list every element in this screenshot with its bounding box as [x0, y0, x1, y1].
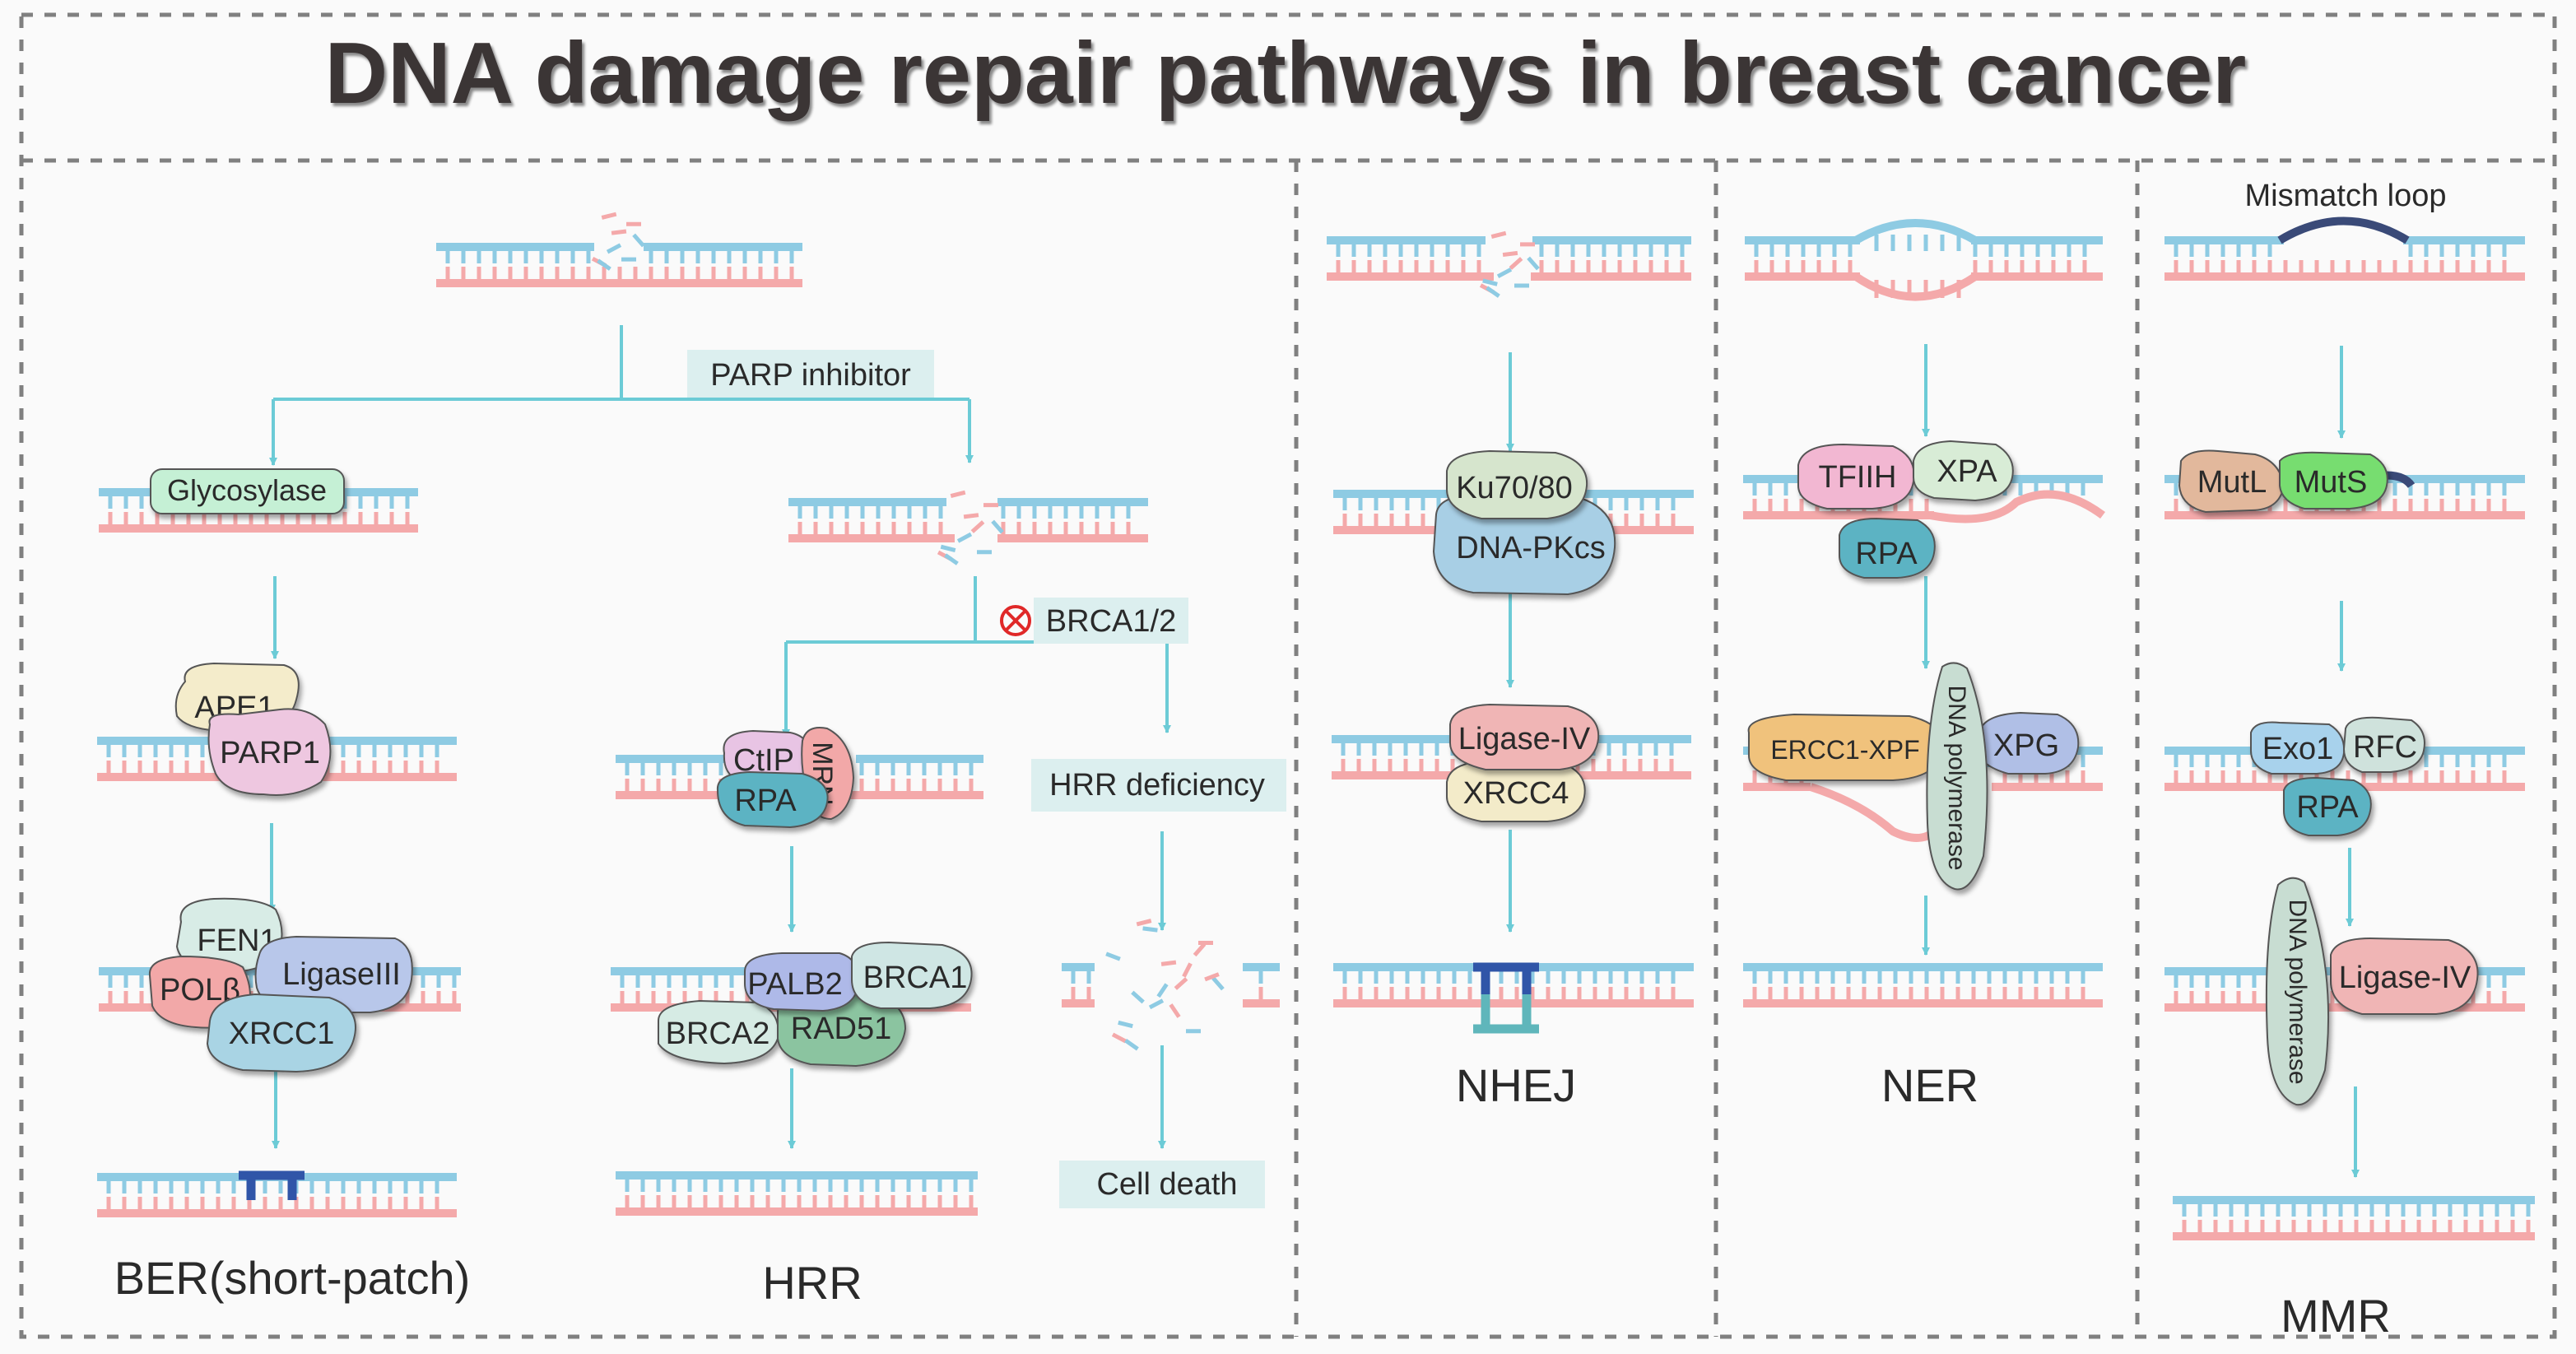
dna-duplex — [1745, 219, 2103, 301]
dnapol-label: DNA polymerase — [2284, 899, 2311, 1084]
brca-inhibit-label: BRCA1/2 — [1046, 604, 1176, 639]
rpa-label: RPA — [2296, 790, 2359, 825]
ber-pathway-label: BER(short-patch) — [114, 1252, 471, 1304]
dna-duplex — [1333, 963, 1694, 1007]
dna-duplex — [1743, 963, 2103, 1007]
ner-pathway-label: NER — [1881, 1059, 1978, 1111]
rpa-label: RPA — [734, 784, 797, 818]
repair-patch — [1473, 962, 1539, 1034]
parp1-protein — [207, 708, 332, 796]
ku-protein — [1446, 449, 1588, 519]
break-fragments — [1105, 919, 1225, 1051]
cell-death-label: Cell death — [1096, 1167, 1237, 1202]
rfc-protein — [2342, 716, 2425, 773]
inhibit-icon — [1000, 605, 1031, 636]
dnapol-protein — [2265, 877, 2330, 1106]
ercc1-label: ERCC1-XPF — [1770, 735, 1919, 765]
cell-death-box — [1059, 1161, 1265, 1208]
muts-protein — [2279, 451, 2388, 509]
ligase4-protein — [1449, 703, 1600, 770]
hrr-deficiency-label: HRR deficiency — [1049, 768, 1265, 803]
ber-pathway: PARP inhibitor Glycosylase APE1 PARP1 FE… — [114, 350, 934, 1304]
rpa-protein — [716, 770, 829, 829]
rpa-label: RPA — [1855, 537, 1918, 571]
palb2-label: PALB2 — [747, 967, 842, 1002]
xrcc4-label: XRCC4 — [1463, 776, 1569, 811]
dna-duplex — [1062, 963, 1280, 1007]
xpg-label: XPG — [1993, 728, 2059, 763]
flow-arrows — [267, 325, 2360, 1178]
xrcc1-label: XRCC1 — [229, 1017, 335, 1051]
flow-line — [273, 325, 623, 401]
dnapol-label: DNA polymerase — [1943, 685, 1970, 870]
break-fragments — [1479, 230, 1540, 298]
xpa-protein — [1913, 440, 2014, 502]
dnapkcs-label: DNA-PKcs — [1456, 531, 1606, 565]
xrcc1-protein — [206, 993, 356, 1073]
parp-inhibitor-label: PARP inhibitor — [710, 358, 911, 393]
repair-patch — [239, 1170, 305, 1200]
dna-duplex — [97, 1173, 457, 1217]
glycosylase-protein — [150, 468, 345, 514]
rad51-label: RAD51 — [791, 1012, 892, 1046]
parp1-label: PARP1 — [220, 736, 320, 770]
dnapol-protein — [1926, 662, 1988, 891]
muts-label: MutS — [2295, 465, 2368, 500]
mutl-label: MutL — [2197, 465, 2267, 500]
mmr-pathway-label: MMR — [2281, 1290, 2391, 1342]
xpa-label: XPA — [1937, 454, 1997, 489]
ligase3-protein — [254, 935, 413, 1013]
mismatch-loop-label: Mismatch loop — [2245, 179, 2447, 213]
hrr-pathway: BRCA1/2 CtIP MRN RPA BRCA2 RAD51 PALB2 B… — [658, 598, 1286, 1309]
panel-frame — [19, 12, 2557, 1339]
rfc-label: RFC — [2353, 730, 2417, 765]
brca2-label: BRCA2 — [666, 1017, 770, 1051]
break-fragments — [591, 212, 645, 271]
exo1-label: Exo1 — [2262, 732, 2334, 766]
ligase4-protein — [2330, 937, 2479, 1015]
ner-pathway: TFIIH XPA RPA ERCC1-XPF XPG DNA polymera… — [1747, 440, 2080, 1111]
hrr-pathway-label: HRR — [762, 1257, 862, 1309]
ku-label: Ku70/80 — [1456, 471, 1573, 505]
nhej-pathway-label: NHEJ — [1456, 1059, 1576, 1111]
brca-inhibit-box — [1034, 598, 1188, 644]
break-fragments — [937, 490, 1004, 565]
dna-duplex — [1327, 236, 1691, 281]
brca1-label: BRCA1 — [863, 961, 968, 995]
dna-duplex — [436, 243, 802, 287]
ligase4-label: Ligase-IV — [1458, 722, 1591, 756]
rpa-protein — [2283, 776, 2372, 836]
dna-duplex — [616, 1171, 978, 1216]
mmr-pathway: Mismatch loop MutL MutS Exo1 RFC RPA Lig… — [2178, 179, 2479, 1342]
brca1-protein — [851, 941, 973, 1009]
parp-inhibitor-box — [687, 350, 934, 398]
dna-duplex — [2173, 1196, 2535, 1240]
rpa-protein — [1839, 517, 1936, 579]
page-title: DNA damage repair pathways in breast can… — [325, 25, 2247, 122]
tfiih-label: TFIIH — [1819, 460, 1897, 495]
nhej-pathway: DNA-PKcs Ku70/80 XRCC4 Ligase-IV NHEJ — [1432, 449, 1616, 1111]
dna-duplex — [788, 498, 1148, 542]
ligase4-label: Ligase-IV — [2339, 961, 2471, 995]
hrr-deficiency-box — [1031, 759, 1286, 812]
dna-duplex — [2164, 216, 2525, 281]
glycosylase-label: Glycosylase — [167, 473, 327, 507]
ligase3-label: LigaseIII — [282, 957, 401, 992]
xpg-protein — [1978, 711, 2080, 775]
dna-strands — [97, 212, 2535, 1240]
